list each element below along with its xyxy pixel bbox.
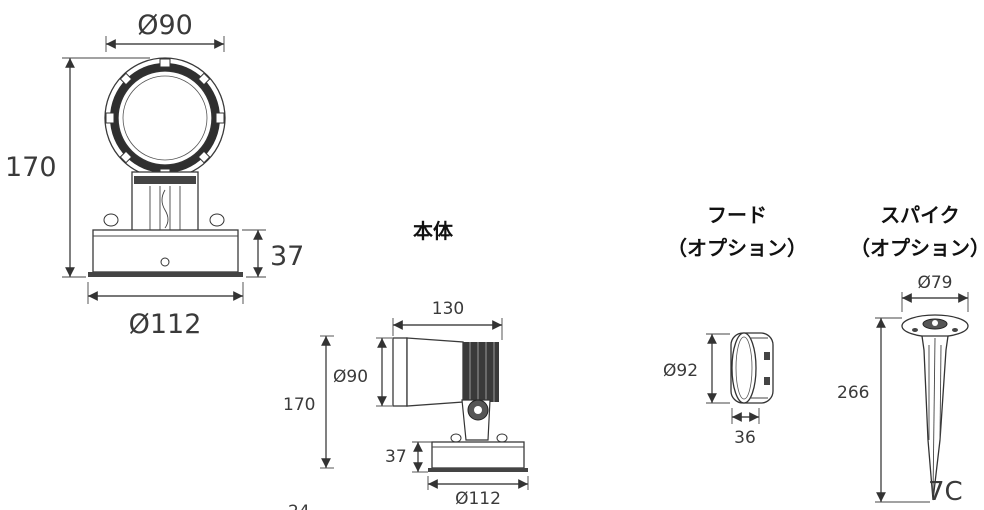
spike-title-line2: （オプション）: [850, 236, 984, 260]
dim-hood-diameter-label: Ø92: [663, 361, 698, 381]
spike-view: スパイク （オプション） Ø79 266 7C: [837, 203, 984, 507]
dim-front-top: Ø90: [105, 10, 225, 52]
dim-body-length-label: 130: [432, 299, 464, 319]
dim-body-base-height: 37: [385, 441, 432, 473]
hood-ring: [730, 332, 774, 404]
dim-hood-diameter: Ø92: [663, 333, 730, 404]
dim-body-height: 170: [283, 335, 334, 469]
body-arm: [461, 399, 491, 441]
dim-front-base-height: 37: [242, 229, 304, 278]
dim-hood-depth-label: 36: [734, 428, 756, 448]
dim-body-base-width: Ø112: [427, 476, 529, 509]
dim-front-base-width: Ø112: [87, 282, 244, 340]
front-bracket: [131, 171, 199, 233]
dim-front-height-label: 170: [5, 152, 57, 183]
hood-view: フード （オプション） Ø92 36: [663, 203, 807, 448]
dim-spike-height-label: 266: [837, 383, 869, 403]
dim-body-base-height-label: 37: [385, 447, 407, 467]
front-lamp-head: [104, 57, 226, 179]
spike-body: [901, 314, 969, 501]
dim-body-diameter-label: Ø90: [333, 367, 368, 387]
dim-spike-diameter: Ø79: [901, 273, 969, 312]
dim-body-length: 130: [392, 299, 503, 340]
dim-body-diameter: Ø90: [333, 337, 392, 407]
dim-hood-depth: 36: [731, 408, 760, 448]
dim-front-top-label: Ø90: [137, 10, 193, 41]
hood-title-line1: フード: [707, 203, 767, 227]
body-cropped-text: 24: [288, 502, 310, 510]
body-base: [428, 441, 528, 472]
dim-spike-diameter-label: Ø79: [917, 273, 952, 293]
body-lamp: [392, 337, 499, 407]
dim-body-height-label: 170: [283, 395, 315, 415]
dim-body-base-width-label: Ø112: [455, 489, 501, 509]
spike-title-line1: スパイク: [880, 203, 960, 227]
dim-front-base-height-label: 37: [270, 241, 304, 272]
dim-front-base-width-label: Ø112: [129, 309, 202, 340]
dim-spike-height: 266: [837, 317, 930, 503]
front-view: Ø90 170 37 Ø112: [5, 10, 304, 340]
front-base: [88, 229, 243, 277]
front-bolts: [103, 213, 225, 227]
spike-overlay-text: 7C: [928, 477, 963, 507]
body-title: 本体: [413, 219, 454, 243]
body-view: 本体 130: [283, 219, 529, 510]
dim-front-height: 170: [5, 57, 150, 278]
hood-title-line2: （オプション）: [667, 236, 807, 260]
